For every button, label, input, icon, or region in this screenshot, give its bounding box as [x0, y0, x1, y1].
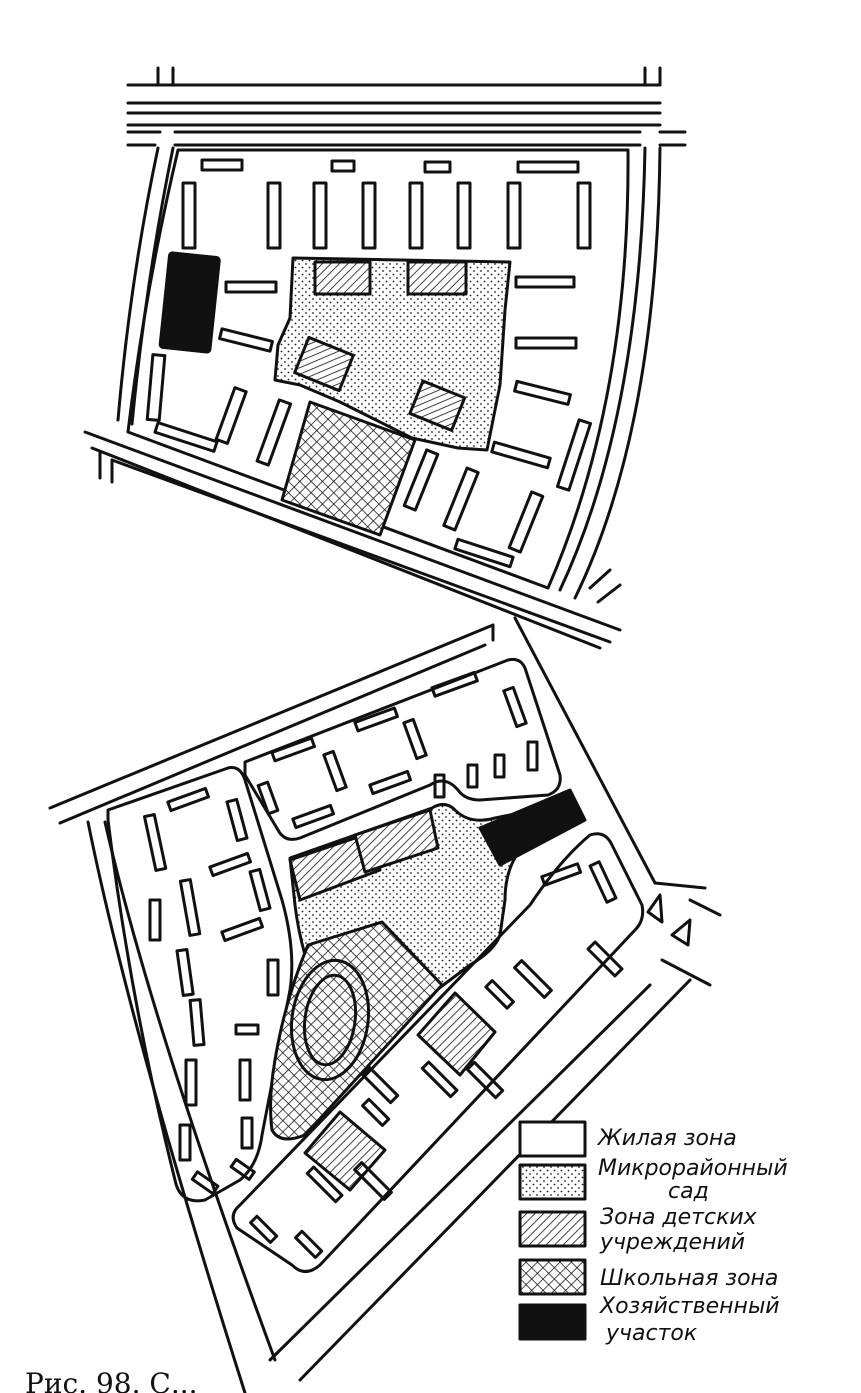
legend-label-garden-1: Микрорайонный [598, 1156, 788, 1181]
top-kindergarten-2 [406, 260, 468, 296]
bottom-utility [478, 788, 587, 867]
bottom-residential-buildings [142, 670, 624, 1259]
legend [518, 1120, 587, 1341]
top-kindergarten-1 [313, 260, 372, 296]
legend-label-school: Школьная зона [600, 1266, 778, 1291]
top-utility [158, 251, 221, 354]
bottom-kindergarten-4 [303, 1110, 387, 1192]
top-plan [83, 66, 687, 650]
legend-swatch-school [518, 1258, 587, 1296]
bottom-se-block [231, 832, 645, 1273]
top-kindergarten-4 [408, 379, 467, 432]
legend-swatch-children [518, 1210, 587, 1248]
legend-labels: Жилая зона Микрорайонный сад Зона детски… [596, 1126, 788, 1346]
top-roads [83, 66, 687, 650]
bottom-west-block [106, 766, 294, 1203]
top-school [280, 400, 417, 537]
legend-label-children-2: учреждений [599, 1230, 745, 1255]
top-residential-buildings [145, 158, 593, 569]
bottom-kindergarten-3 [416, 991, 497, 1077]
legend-label-garden-2: сад [668, 1179, 709, 1204]
top-kindergarten-3 [293, 335, 355, 393]
bottom-school [269, 920, 444, 1141]
bottom-north-block [243, 657, 562, 841]
legend-label-utility-2: участок [605, 1321, 698, 1346]
legend-swatch-utility [518, 1303, 587, 1341]
bottom-roads [48, 616, 722, 1393]
top-block-outline [126, 148, 630, 590]
bottom-stadium [289, 958, 371, 1082]
legend-label-utility-1: Хозяйственный [599, 1294, 780, 1319]
legend-swatch-residential [518, 1120, 587, 1158]
legend-swatch-garden [518, 1163, 587, 1201]
bottom-plan [48, 616, 722, 1393]
bottom-kindergarten-2 [353, 808, 440, 874]
figure-caption: Рис. 98. С... [25, 1367, 198, 1393]
legend-label-children-1: Зона детских [600, 1205, 758, 1230]
legend-label-residential: Жилая зона [596, 1126, 737, 1151]
